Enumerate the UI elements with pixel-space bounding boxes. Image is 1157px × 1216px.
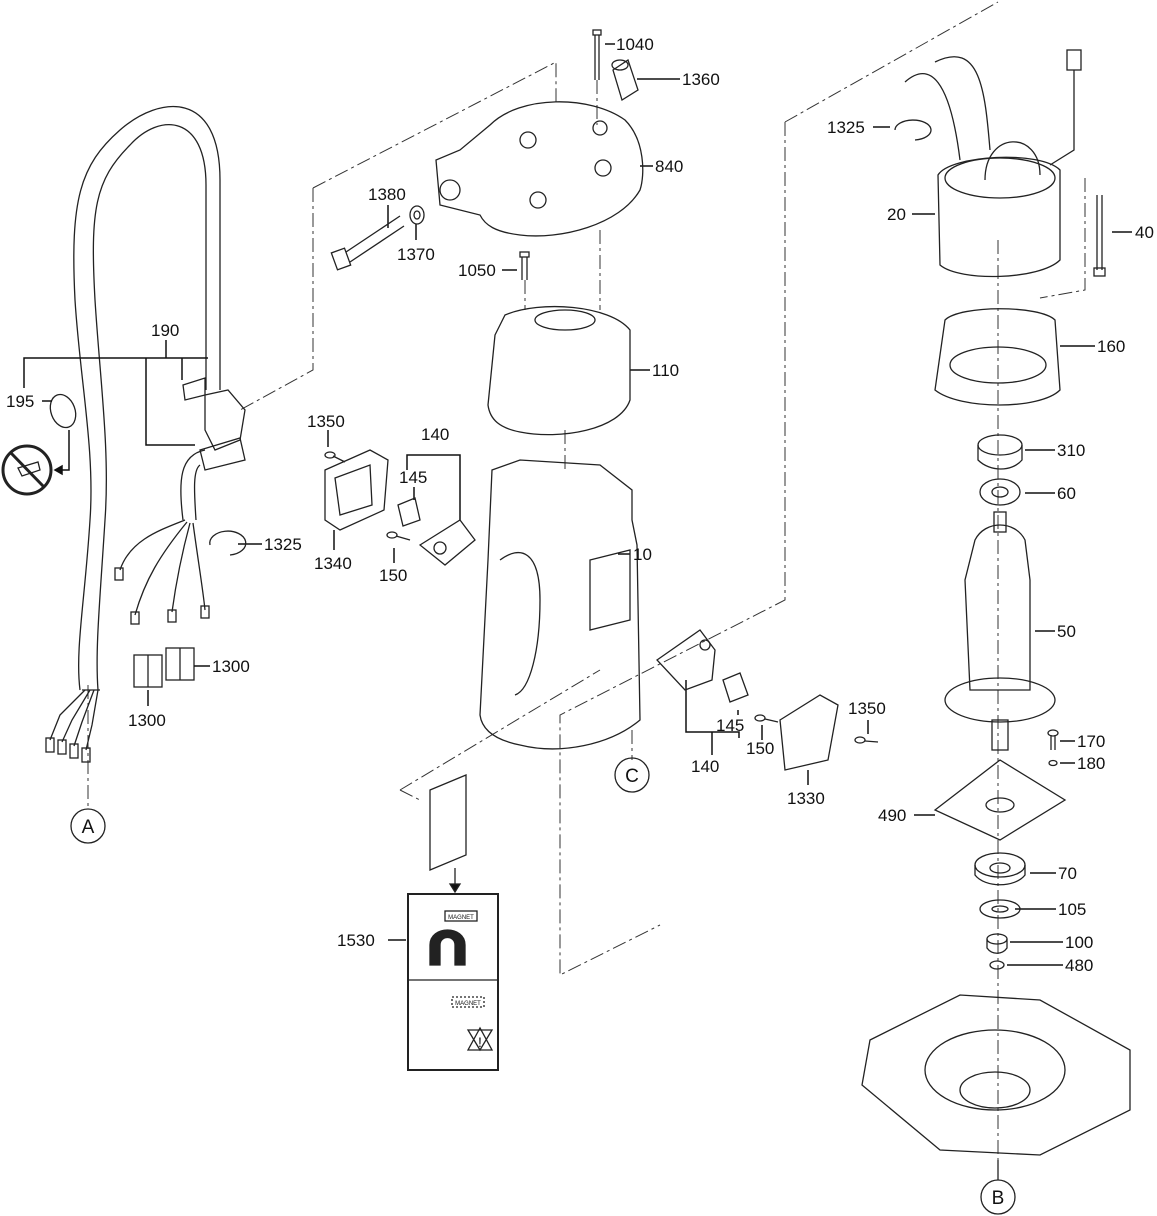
part-holder-140 [418, 519, 476, 566]
assembly-dash-lines [87, 1, 1086, 1160]
label-140-bottom: 140 [691, 757, 719, 776]
part-screw-1050 [519, 251, 530, 280]
hose-assembly [1, 105, 246, 763]
part-sleeve-1360 [611, 58, 639, 102]
part-washer-1370 [409, 205, 425, 225]
callout-B: B [980, 1160, 1016, 1215]
leader-lines [23, 43, 1132, 966]
part-base-B [861, 994, 1131, 1156]
part-washer-105 [979, 899, 1021, 919]
label-170: 170 [1077, 732, 1105, 751]
label-1300-bottom: 1300 [128, 711, 166, 730]
label-10: 10 [633, 545, 652, 564]
part-gasket-490 [933, 759, 1067, 841]
label-140-top: 140 [421, 425, 449, 444]
label-180: 180 [1077, 754, 1105, 773]
label-1300-right: 1300 [212, 657, 250, 676]
part-circlip-1325b [894, 119, 932, 141]
label-150-left: 150 [379, 566, 407, 585]
label-1325-right: 1325 [827, 118, 865, 137]
part-housing-top-110 [487, 306, 631, 436]
label-1370: 1370 [397, 245, 435, 264]
svg-text:!: ! [478, 1034, 482, 1050]
part-washer-180 [1048, 759, 1058, 767]
part-screw-150b [754, 714, 779, 723]
label-1340: 1340 [314, 554, 352, 573]
label-150-bottom: 150 [746, 739, 774, 758]
part-holder-140b [656, 629, 716, 691]
label-1530: 1530 [337, 931, 375, 950]
part-screw-170 [1047, 729, 1059, 750]
label-145-top: 145 [399, 468, 427, 487]
label-105: 105 [1058, 900, 1086, 919]
label-40: 40 [1135, 223, 1154, 242]
label-195: 195 [6, 392, 34, 411]
part-bearing-310 [977, 434, 1023, 470]
part-bolt-1380 [330, 215, 405, 271]
label-840: 840 [655, 157, 683, 176]
label-190: 190 [151, 321, 179, 340]
label-1350-left: 1350 [307, 412, 345, 431]
label-160: 160 [1097, 337, 1125, 356]
callout-A-text: A [82, 817, 95, 838]
label-480: 480 [1065, 956, 1093, 975]
label-1330: 1330 [787, 789, 825, 808]
callout-B-text: B [992, 1188, 1005, 1209]
part-screw-1040 [592, 29, 602, 80]
part-screw-1350b [854, 736, 879, 744]
label-70: 70 [1058, 864, 1077, 883]
label-1040: 1040 [616, 35, 654, 54]
callout-A: A [70, 808, 106, 844]
part-cover-1340 [324, 449, 389, 531]
part-cap-840 [435, 101, 644, 237]
part-stator-20 [904, 49, 1082, 278]
part-armature-50 [944, 511, 1056, 751]
label-490: 490 [878, 806, 906, 825]
part-bushing-100 [986, 933, 1008, 954]
magnet-text-1: MAGNET [448, 915, 474, 921]
label-1325-left: 1325 [264, 535, 302, 554]
label-1350-right: 1350 [848, 699, 886, 718]
part-brush-145b [722, 672, 749, 703]
part-warning-label-1530: MAGNET MAGNET ! [407, 893, 499, 1071]
label-50: 50 [1057, 622, 1076, 641]
part-screw-1350 [324, 451, 346, 463]
magnet-text-2: MAGNET [455, 1001, 481, 1007]
part-labels: 1040 1360 840 1380 1370 1050 110 190 195… [6, 35, 1154, 975]
part-housing-10 [479, 459, 641, 750]
callout-C: C [614, 757, 650, 793]
label-1380: 1380 [368, 185, 406, 204]
part-bearing-70 [974, 852, 1026, 886]
part-ring-160 [934, 308, 1061, 406]
label-60: 60 [1057, 484, 1076, 503]
part-screw-150 [386, 531, 411, 541]
part-cover-1330 [779, 694, 839, 771]
callout-C-text: C [625, 766, 639, 787]
label-310: 310 [1057, 441, 1085, 460]
label-145-bottom: 145 [716, 716, 744, 735]
part-washer-480 [989, 960, 1005, 970]
part-card-1530 [429, 774, 467, 894]
part-bolt-40 [1093, 195, 1106, 277]
part-circlip-1325 [209, 530, 247, 556]
label-110: 110 [652, 361, 679, 380]
label-1360: 1360 [682, 70, 720, 89]
label-100: 100 [1065, 933, 1093, 952]
label-1050: 1050 [458, 261, 496, 280]
part-brush-145 [397, 497, 421, 527]
part-bearing-60 [979, 478, 1021, 506]
label-20: 20 [887, 205, 906, 224]
